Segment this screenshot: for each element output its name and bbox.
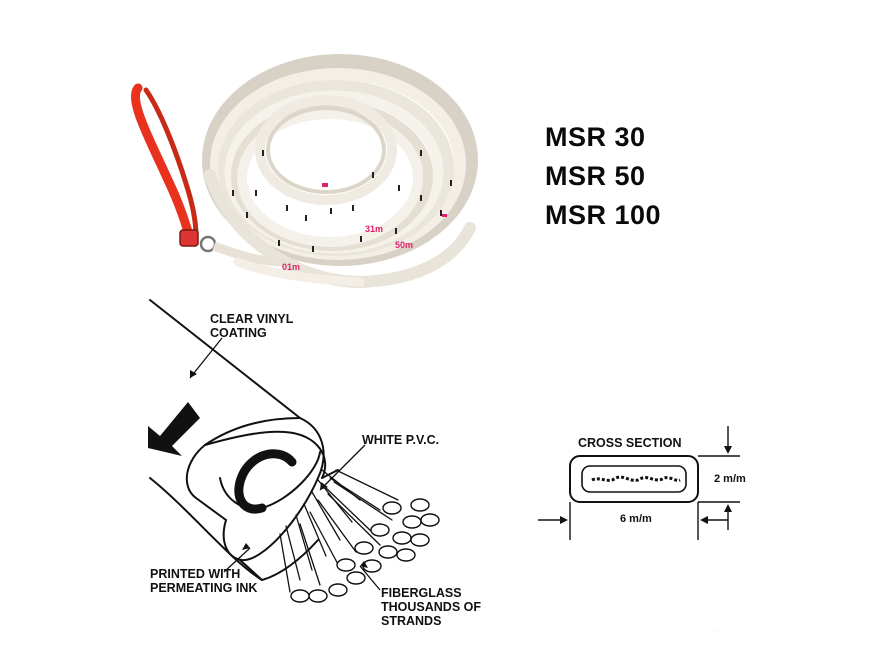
strap-buckle: [179, 229, 199, 247]
red-strap: [131, 83, 195, 243]
tape-mark-31m: 31m: [365, 224, 383, 234]
svg-text:·: ·: [716, 628, 718, 634]
callout-fiberglass-line2: THOUSANDS OF: [381, 600, 481, 614]
callout-clear-vinyl-line1: CLEAR VINYL: [210, 312, 294, 326]
vinyl-top-edge: [149, 299, 301, 419]
callout-white-pvc: WHITE P.V.C.: [362, 433, 440, 447]
pvc-body: [204, 430, 339, 479]
callout-clear-vinyl-line2: COATING: [210, 326, 267, 340]
model-msr-100: MSR 100: [545, 200, 662, 230]
callout-fiberglass-line3: STRANDS: [381, 614, 442, 628]
cross-section-width-label: 6 m/m: [620, 513, 652, 525]
tape-mark-50m: 50m: [395, 240, 413, 250]
cross-section-title: CROSS SECTION: [578, 436, 682, 450]
cross-section-inner: [581, 465, 687, 493]
cross-section-fibers: [591, 475, 681, 482]
tape-mark-01m: 01m: [282, 262, 300, 272]
cross-section-height-label: 2 m/m: [714, 473, 746, 485]
coil-rings: [202, 54, 478, 289]
callout-printed-ink-line2: PERMEATING INK: [150, 581, 258, 595]
model-msr-50: MSR 50: [545, 161, 646, 191]
callout-fiberglass: FIBERGLASS THOUSANDS OF STRANDS: [381, 586, 481, 628]
model-msr-30: MSR 30: [545, 122, 646, 152]
tape-graduation-marks: [232, 150, 452, 252]
printed-ring-mark: [234, 449, 297, 514]
strand-ends: [290, 498, 440, 603]
fiberglass-strands: [279, 469, 399, 593]
printed-arrow-mark: [148, 402, 200, 456]
vinyl-end-face: [222, 417, 325, 562]
cross-section-outer: [569, 455, 699, 503]
callout-fiberglass-line1: FIBERGLASS: [381, 586, 462, 600]
model-list: MSR 30 MSR 50 MSR 100: [545, 118, 661, 235]
callout-printed-ink-line1: PRINTED WITH: [150, 567, 241, 581]
callout-clear-vinyl: CLEAR VINYL COATING: [210, 312, 293, 340]
vinyl-bottom-edge: [149, 477, 263, 581]
callout-printed-ink: PRINTED WITH PERMEATING INK: [150, 567, 257, 595]
